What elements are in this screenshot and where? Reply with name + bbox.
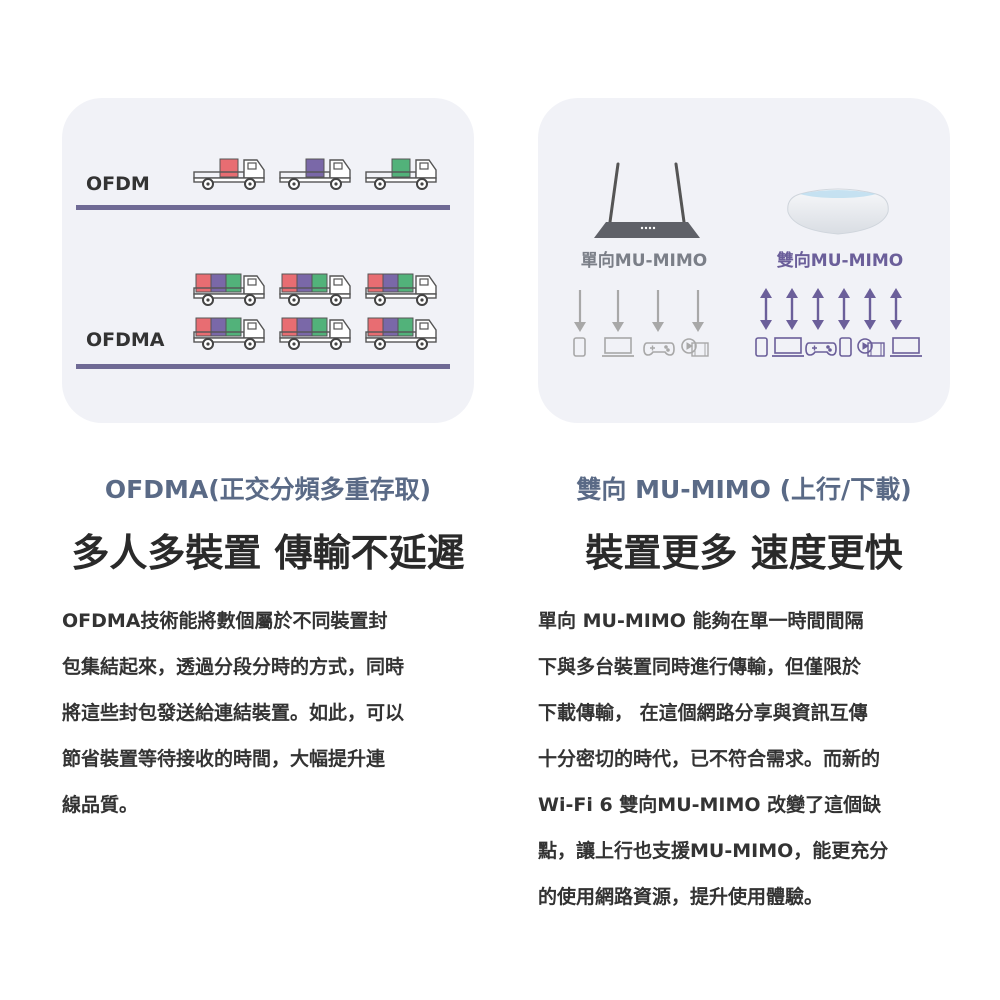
mu-mimo-subtitle: 雙向 MU-MIMO (上行/下載): [576, 475, 912, 504]
ofdma-road: [76, 364, 450, 369]
ofdma-trucks-bottom: [193, 317, 437, 350]
ofdma-trucks-top: [193, 273, 437, 306]
ofdm-truck-purple: [279, 158, 351, 190]
paragraph-line: 點，讓上行也支援MU-MIMO，能更充分: [538, 840, 889, 862]
paragraph-line: 下與多台裝置同時進行傳輸，但僅限於: [538, 656, 862, 678]
router-icon: [594, 162, 700, 238]
paragraph-line: 節省裝置等待接收的時間，大幅提升連: [62, 748, 386, 770]
ofdm-diagram: OFDM OFDMA: [76, 158, 450, 369]
mu-mimo-headline: 裝置更多 速度更快: [585, 531, 903, 575]
paragraph-line: 線品質。: [62, 794, 139, 816]
phone-icon: [755, 337, 768, 357]
ofdm-diagram-panel: OFDM OFDMA: [62, 98, 474, 423]
paragraph-line: 將這些封包發送給連結裝置。如此，可以: [62, 702, 405, 724]
laptop-icon: [601, 337, 635, 357]
paragraph-line: 十分密切的時代，已不符合需求。而新的: [538, 748, 881, 770]
paragraph-line: 單向 MU-MIMO 能夠在單一時間間隔: [538, 610, 864, 632]
paragraph-line: 包集結起來，透過分段分時的方式，同時: [62, 656, 405, 678]
ofdm-road: [76, 205, 450, 210]
ofdm-label: OFDM: [86, 173, 150, 195]
downlink-arrows: [574, 290, 704, 332]
laptop-icon: [889, 337, 923, 357]
ofdma-description: OFDMA技術能將數個屬於不同裝置封 包集結起來，透過分段分時的方式，同時 將這…: [62, 598, 482, 828]
ofdm-truck-red: [193, 158, 265, 190]
dual-mu-mimo-label: 雙向MU-MIMO: [777, 250, 903, 271]
media-icon: [681, 338, 709, 357]
ofdma-subtitle: OFDMA(正交分頻多重存取): [104, 475, 432, 504]
mu-mimo-diagram: 單向MU-MIMO 雙向MU-MIMO: [573, 162, 923, 357]
mu-mimo-diagram-panel: 單向MU-MIMO 雙向MU-MIMO: [538, 98, 950, 423]
ofdma-label: OFDMA: [86, 329, 165, 351]
paragraph-line: 下載傳輸， 在這個網路分享與資訊互傳: [538, 702, 868, 724]
laptop-icon: [771, 337, 805, 357]
paragraph-line: Wi-Fi 6 雙向MU-MIMO 改變了這個缺: [538, 794, 882, 816]
mu-mimo-description: 單向 MU-MIMO 能夠在單一時間間隔 下與多台裝置同時進行傳輸，但僅限於 下…: [538, 598, 958, 920]
paragraph-line: OFDMA技術能將數個屬於不同裝置封: [62, 610, 388, 632]
gamepad-icon: [805, 342, 837, 356]
paragraph-line: 的使用網路資源，提升使用體驗。: [538, 886, 824, 908]
gamepad-icon: [643, 342, 675, 356]
media-icon: [857, 338, 885, 357]
ofdma-headline: 多人多裝置 傳輸不延遲: [71, 531, 465, 575]
bidirectional-arrows: [760, 288, 902, 330]
ofdm-truck-green: [365, 158, 437, 190]
single-mu-mimo-label: 單向MU-MIMO: [581, 250, 707, 271]
mesh-router-icon: [787, 188, 889, 235]
phone-icon: [839, 337, 852, 357]
phone-icon: [573, 337, 586, 357]
